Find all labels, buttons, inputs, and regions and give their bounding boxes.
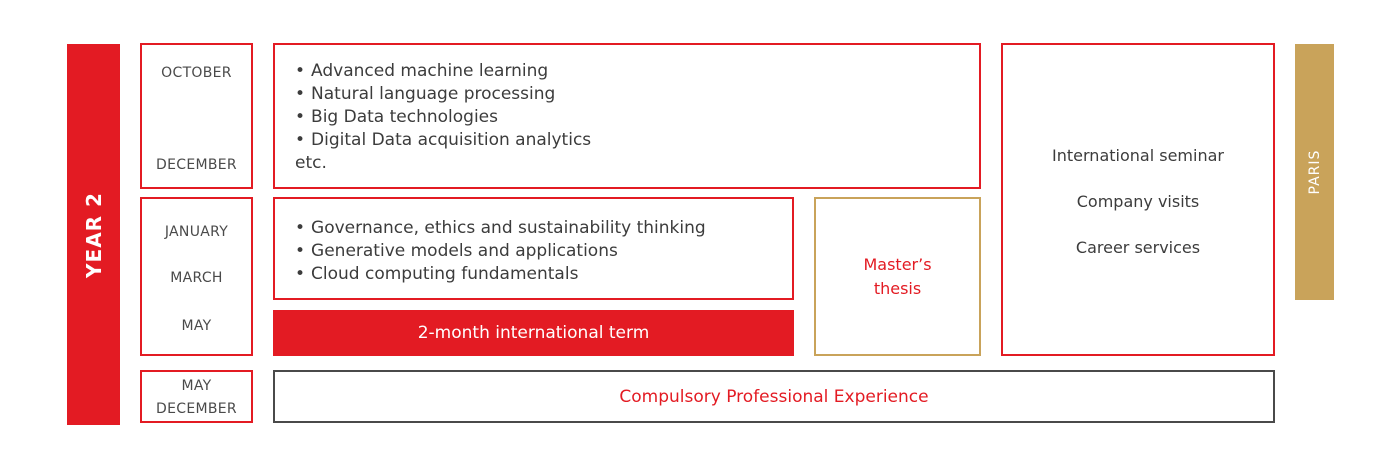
period-end: DECEMBER <box>156 401 237 417</box>
course-etc: etc. <box>295 153 327 173</box>
service-item: Company visits <box>1076 192 1200 211</box>
course-item: Advanced machine learning <box>295 60 979 83</box>
year-banner: YEAR 2 <box>67 44 120 425</box>
location-label: PARIS <box>1306 149 1323 195</box>
international-term-label: 2-month international term <box>417 323 650 343</box>
period-start: OCTOBER <box>161 65 232 81</box>
course-item: Generative models and applications <box>295 240 792 263</box>
course-item: Natural language processing <box>295 83 979 106</box>
location-banner: PARIS <box>1295 44 1334 300</box>
course-item: Governance, ethics and sustainability th… <box>295 217 792 240</box>
period-end: DECEMBER <box>156 157 237 173</box>
masters-thesis-label: Master’s thesis <box>863 254 932 298</box>
course-item: Cloud computing fundamentals <box>295 263 792 286</box>
international-term-bar: 2-month international term <box>273 310 794 356</box>
period-may-dec: MAY DECEMBER <box>140 370 253 423</box>
period-mid: MARCH <box>170 270 223 286</box>
service-item: Career services <box>1075 238 1201 257</box>
period-oct-dec: OCTOBER DECEMBER <box>140 43 253 189</box>
service-item: International seminar <box>1052 146 1224 165</box>
period-start: MAY <box>181 378 212 394</box>
period-jan-may: JANUARY MARCH MAY <box>140 197 253 356</box>
professional-experience-box: Compulsory Professional Experience <box>273 370 1275 423</box>
courses-block-2: Governance, ethics and sustainability th… <box>273 197 794 300</box>
course-item: Big Data technologies <box>295 106 979 129</box>
course-list-1: Advanced machine learning Natural langua… <box>295 60 979 152</box>
courses-block-1: Advanced machine learning Natural langua… <box>273 43 981 189</box>
year-label: YEAR 2 <box>81 191 106 278</box>
masters-thesis-box: Master’s thesis <box>814 197 981 356</box>
course-item: Digital Data acquisition analytics <box>295 129 979 152</box>
period-start: JANUARY <box>164 224 229 240</box>
course-list-2: Governance, ethics and sustainability th… <box>295 217 792 286</box>
services-box: International seminar Company visits Car… <box>1001 43 1275 356</box>
professional-experience-label: Compulsory Professional Experience <box>619 386 929 407</box>
period-end: MAY <box>181 318 212 334</box>
